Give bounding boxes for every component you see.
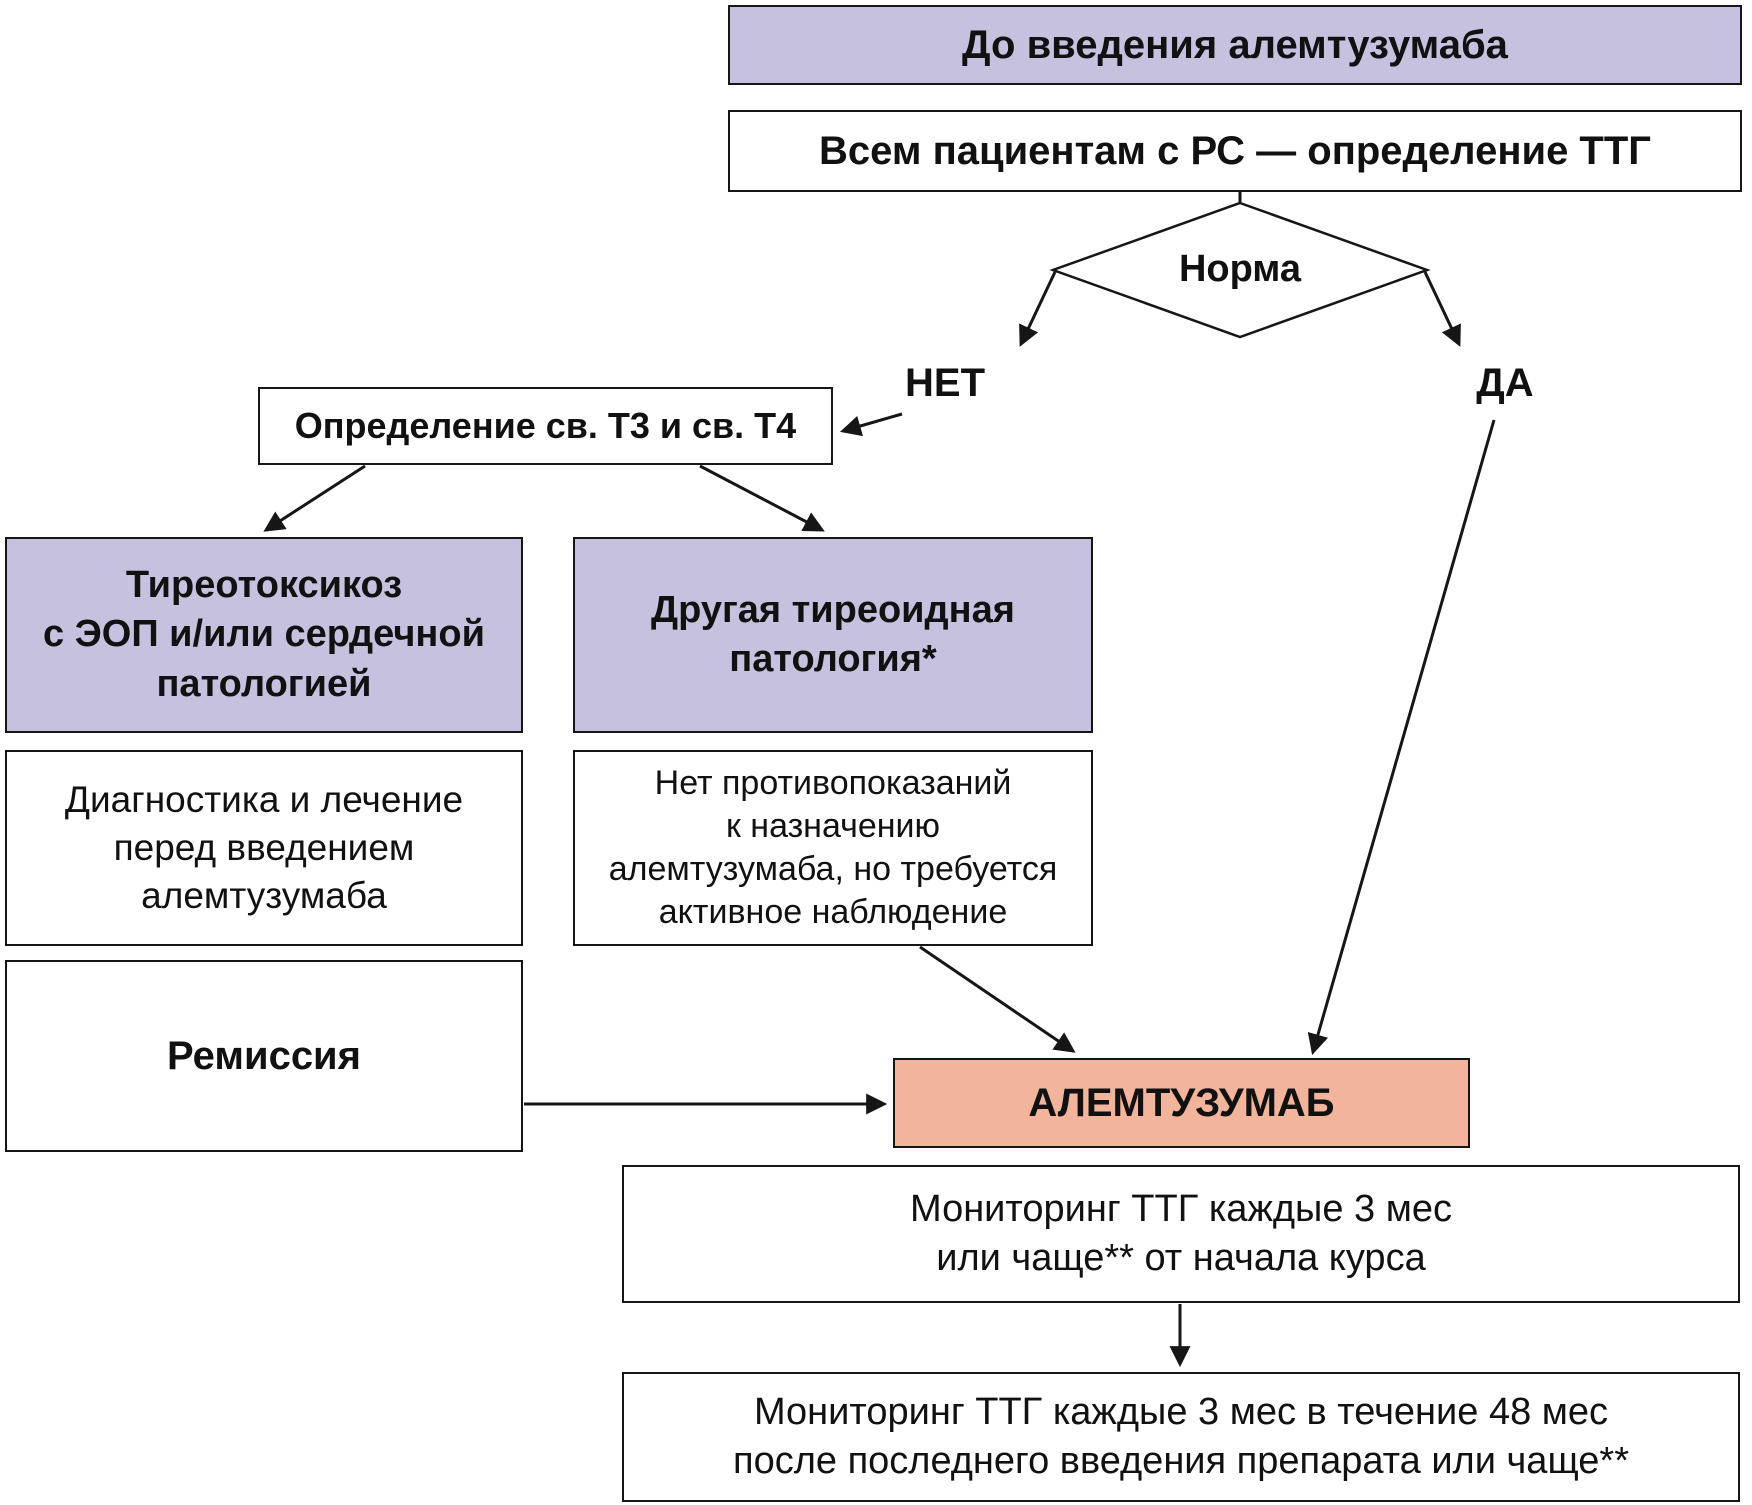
node-remission: Ремиссия — [5, 960, 523, 1152]
arrow-nocontra-to-alemtuzumab — [919, 945, 1076, 1053]
arrow-no-to-t3t4 — [839, 412, 903, 437]
node-before-administration: До введения алемтузумаба — [728, 5, 1742, 85]
node-monitoring-after: Мониторинг ТТГ каждые 3 мес в течение 48… — [622, 1372, 1740, 1502]
branch-yes-label: ДА — [1476, 361, 1534, 405]
branch-no-label: НЕТ — [905, 361, 985, 405]
node-diagnostics-treatment: Диагностика и лечение перед введением ал… — [5, 750, 523, 946]
node-other-thyroid-pathology: Другая тиреоидная патология* — [573, 537, 1093, 733]
node-alemtuzumab: АЛЕМТУЗУМАБ — [893, 1058, 1470, 1148]
node-no-contraindications: Нет противопоказаний к назначению алемту… — [573, 750, 1093, 946]
node-tsh-all-patients: Всем пациентам с РС — определение ТТГ — [728, 110, 1742, 192]
node-t3-t4-determination: Определение св. Т3 и св. Т4 — [258, 387, 833, 465]
arrow-t3t4-to-thyrotoxicosis — [263, 464, 366, 532]
arrow-yes-to-alemtuzumab — [1307, 419, 1496, 1056]
decision-norma-label: Норма — [1178, 248, 1302, 291]
node-thyrotoxicosis: Тиреотоксикоз с ЭОП и/или сердечной пато… — [5, 537, 523, 733]
arrow-norma-no — [1019, 271, 1057, 347]
arrow-norma-yes — [1423, 271, 1461, 347]
decision-diamond-shape — [1049, 201, 1431, 339]
arrow-t3t4-to-other — [699, 464, 825, 532]
node-monitoring-course: Мониторинг ТТГ каждые 3 мес или чаще** о… — [622, 1165, 1740, 1303]
